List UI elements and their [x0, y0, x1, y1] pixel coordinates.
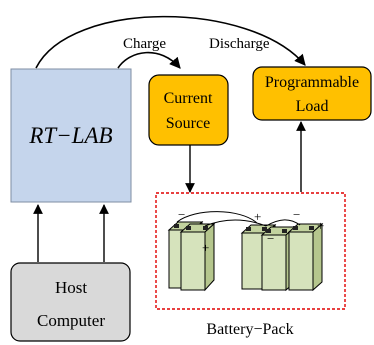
cell-interconnect-3 — [265, 219, 301, 227]
battery-cell-2 — [179, 222, 216, 292]
battery-cell-5 — [287, 222, 324, 292]
polarity-minus-1: − — [178, 207, 185, 222]
cell-interconnect-2 — [204, 219, 267, 227]
polarity-plus-2: + — [254, 209, 261, 224]
polarity-minus-3: − — [293, 207, 300, 222]
programmable-load-label-line1: Programmable — [265, 74, 359, 91]
programmable-load-box — [252, 66, 372, 121]
current-source-box — [148, 74, 229, 146]
polarity-minus-2: − — [267, 231, 274, 246]
polarity-plus-3: + — [317, 218, 324, 233]
rt-lab-label: RT−LAB — [28, 123, 112, 148]
host-computer-label-line1: Host — [55, 278, 87, 297]
charge-label: Charge — [123, 36, 166, 52]
programmable-load-label-line2: Load — [296, 98, 329, 115]
charge-arc — [117, 51, 181, 69]
discharge-label: Discharge — [209, 36, 270, 52]
battery-pack-label: Battery−Pack — [206, 321, 293, 338]
battery-pack-border — [155, 192, 346, 310]
discharge-arc — [35, 15, 306, 69]
rt-lab-box — [10, 68, 132, 203]
polarity-plus-1: + — [202, 240, 209, 255]
host-computer-label-line2: Computer — [37, 311, 105, 330]
current-source-label-line1: Current — [164, 90, 213, 107]
current-source-label-line2: Source — [166, 115, 210, 132]
cell-interconnect-1 — [176, 211, 258, 224]
host-computer-box — [10, 262, 131, 342]
